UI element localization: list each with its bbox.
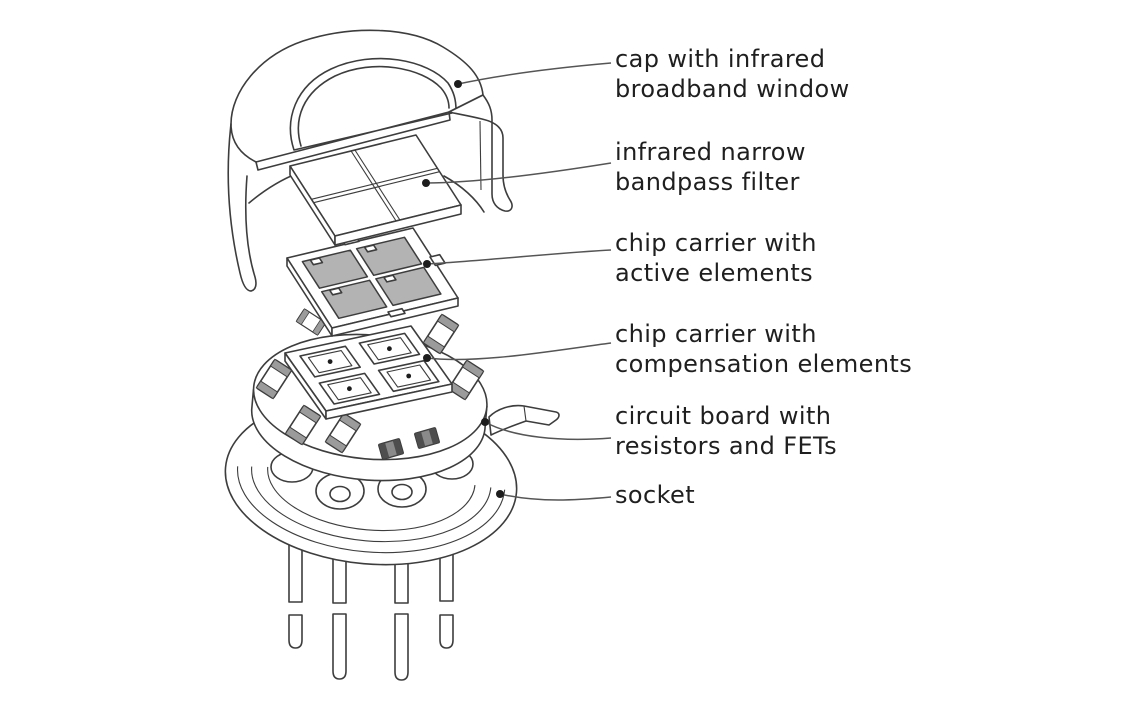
label-chip-carrier-compensation: chip carrier with compensation elements xyxy=(615,319,912,379)
label-filter-line2: bandpass filter xyxy=(615,168,800,196)
label-socket: socket xyxy=(615,480,695,510)
label-filter: infrared narrow bandpass filter xyxy=(615,137,806,197)
label-socket-line1: socket xyxy=(615,481,696,509)
label-compensation-line2: compensation elements xyxy=(615,350,913,378)
label-active-line2: active elements xyxy=(615,259,814,287)
label-active-line1: chip carrier with xyxy=(615,229,817,257)
label-filter-line1: infrared narrow xyxy=(615,138,806,166)
label-board-line2: resistors and FETs xyxy=(615,432,838,460)
label-cap-line1: cap with infrared xyxy=(615,45,826,73)
leader-lines xyxy=(422,62,612,501)
label-chip-carrier-active: chip carrier with active elements xyxy=(615,228,817,288)
chip-carrier-compensation xyxy=(284,325,453,420)
cap xyxy=(227,29,513,292)
label-compensation-line1: chip carrier with xyxy=(615,320,817,348)
label-cap-line2: broadband window xyxy=(615,75,850,103)
locator-tab xyxy=(488,404,560,436)
label-circuit-board: circuit board with resistors and FETs xyxy=(615,401,837,461)
bandpass-filter xyxy=(289,134,462,246)
resistors-and-fets xyxy=(255,308,485,460)
socket-pins xyxy=(288,540,454,681)
label-cap: cap with infrared broadband window xyxy=(615,44,850,104)
label-board-line1: circuit board with xyxy=(615,402,832,430)
